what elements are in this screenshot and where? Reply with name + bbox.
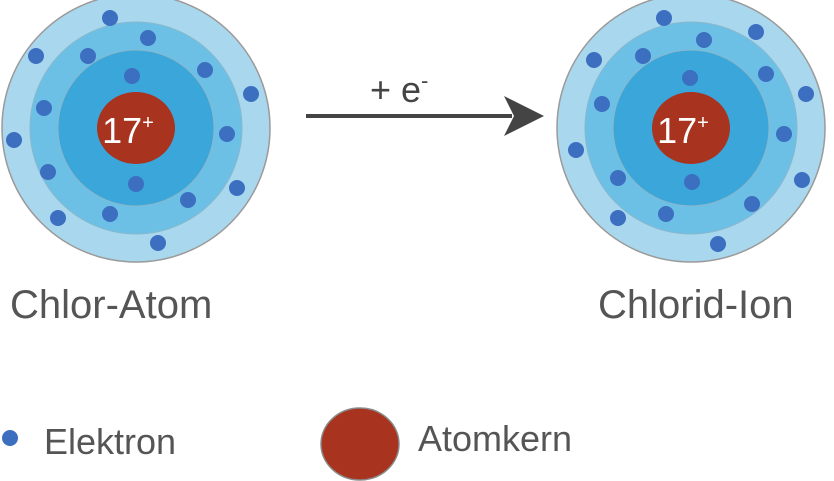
electron — [140, 30, 156, 46]
electron — [36, 100, 52, 116]
electron — [586, 52, 602, 68]
chlorid-ion-caption: Chlorid-Ion — [598, 283, 794, 327]
electron — [219, 126, 235, 142]
electron — [682, 70, 698, 86]
arrow-head — [504, 96, 544, 136]
legend-electron-marker — [2, 430, 18, 446]
electron — [150, 235, 166, 251]
chlor-atom-model: 17+ — [1, 0, 271, 263]
legend — [2, 407, 400, 481]
reaction-arrow — [306, 96, 544, 136]
legend-electron-label: Elektron — [44, 421, 177, 462]
electron — [794, 172, 810, 188]
electron — [610, 170, 626, 186]
reaction-label: + e- — [370, 68, 429, 110]
legend-nucleus-label: Atomkern — [418, 418, 573, 459]
electron — [744, 196, 760, 212]
nucleus — [97, 92, 175, 164]
electron-group — [6, 10, 259, 251]
electron — [798, 86, 814, 102]
electron — [758, 66, 774, 82]
legend-nucleus-marker — [320, 407, 400, 481]
electron — [40, 164, 56, 180]
electron — [658, 206, 674, 222]
electron — [748, 24, 764, 40]
electron — [568, 142, 584, 158]
electron — [102, 206, 118, 222]
electron — [102, 10, 118, 26]
electron-group — [568, 10, 814, 252]
electron — [180, 192, 196, 208]
nucleus-charge-label: 17+ — [102, 110, 154, 151]
electron — [124, 68, 140, 84]
electron — [80, 48, 96, 64]
electron — [50, 210, 66, 226]
chlor-atom-caption: Chlor-Atom — [10, 283, 213, 327]
electron — [243, 86, 259, 102]
electron — [28, 48, 44, 64]
electron — [594, 96, 610, 112]
electron — [197, 62, 213, 78]
electron — [229, 180, 245, 196]
electron — [635, 48, 651, 64]
electron — [776, 126, 792, 142]
electron — [684, 174, 700, 190]
chlorid-ion-model: 17+ — [556, 0, 826, 263]
electron — [6, 132, 22, 148]
electron — [710, 236, 726, 252]
nucleus-charge-label: 17+ — [657, 110, 709, 151]
electron — [610, 210, 626, 226]
electron — [128, 176, 144, 192]
electron — [696, 32, 712, 48]
nucleus — [652, 92, 730, 164]
electron — [656, 10, 672, 26]
